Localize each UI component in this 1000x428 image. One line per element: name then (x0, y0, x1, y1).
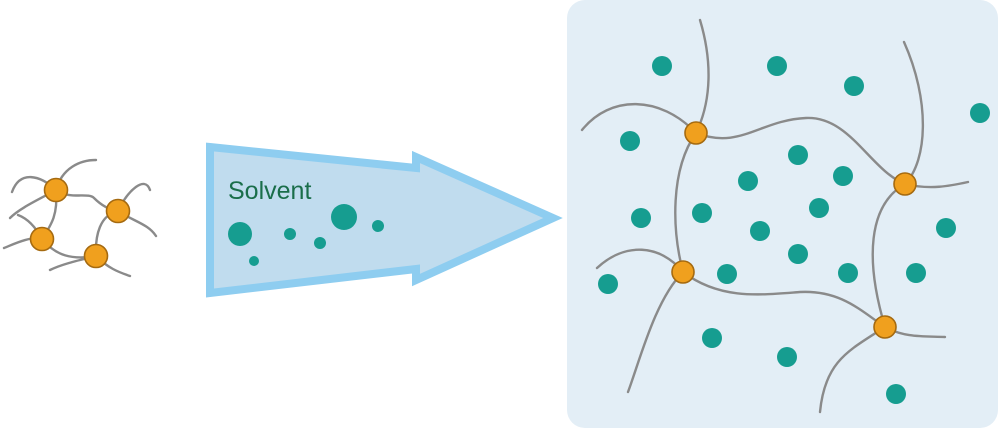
solvent-molecule (620, 131, 640, 151)
crosslink-node (671, 260, 695, 284)
solvent-label: Solvent (228, 177, 311, 205)
solvent-molecule (598, 274, 618, 294)
solvent-molecule (838, 263, 858, 283)
solvent-molecule (844, 76, 864, 96)
solvent-molecule (228, 222, 252, 246)
dry-polymer-network (2, 158, 158, 278)
crosslink-node (893, 172, 917, 196)
solvent-molecule (777, 347, 797, 367)
solvent-molecule (788, 244, 808, 264)
solvent-molecule (331, 204, 357, 230)
solvent-molecule (702, 328, 722, 348)
solvent-molecule (886, 384, 906, 404)
dry-polymer-chains (2, 158, 158, 278)
solvent-molecule (767, 56, 787, 76)
crosslink-node (43, 177, 69, 203)
crosslink-nodes (671, 121, 917, 339)
solvent-molecule (249, 256, 259, 266)
crosslink-node (83, 243, 109, 269)
solvent-molecule (314, 237, 326, 249)
solvent-molecule (372, 220, 384, 232)
solvent-molecule (833, 166, 853, 186)
crosslink-node (105, 198, 131, 224)
absorbed-solvent-molecules (598, 56, 990, 404)
solvent-molecule (692, 203, 712, 223)
solvent-arrow: Solvent (206, 142, 563, 298)
solvent-molecule (750, 221, 770, 241)
solvent-arrow-shape (206, 142, 563, 298)
solvent-molecule (738, 171, 758, 191)
crosslink-node (873, 315, 897, 339)
crosslink-node (29, 226, 55, 252)
crosslink-node (684, 121, 708, 145)
solvent-molecule (284, 228, 296, 240)
swollen-polymer-chains (580, 18, 970, 414)
solvent-molecule (652, 56, 672, 76)
solvent-molecule (809, 198, 829, 218)
solvent-molecule (717, 264, 737, 284)
solvent-molecule (788, 145, 808, 165)
solvent-molecule (970, 103, 990, 123)
solvent-molecule (906, 263, 926, 283)
solvent-molecule (631, 208, 651, 228)
swollen-network-panel (567, 0, 998, 428)
solvent-molecule (936, 218, 956, 238)
